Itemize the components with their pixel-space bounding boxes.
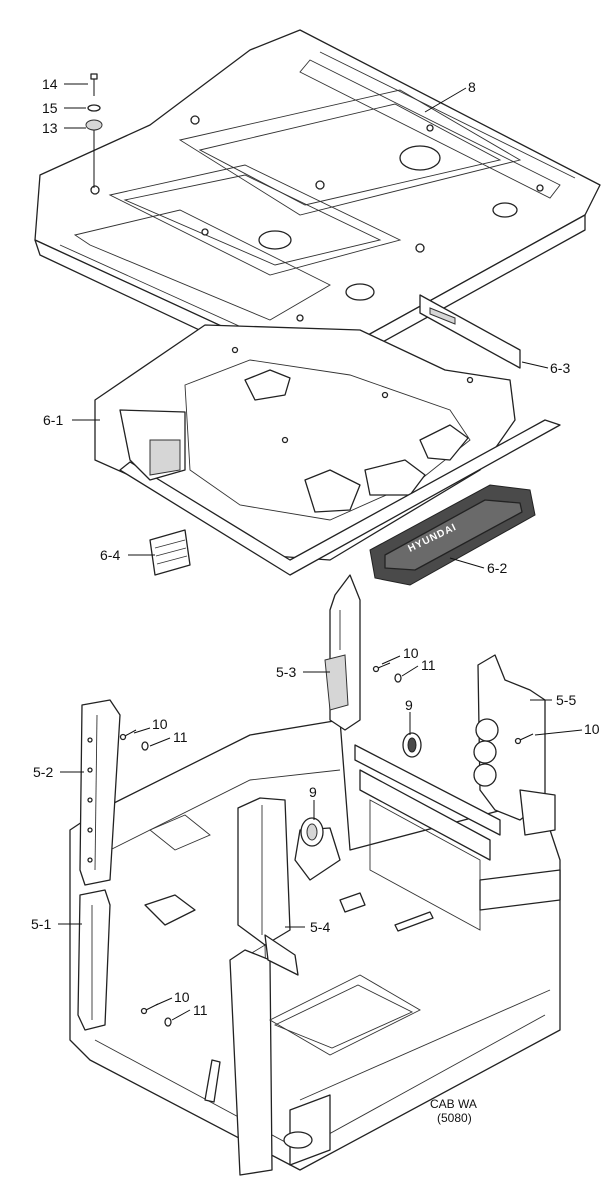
- callout-6-3: 6-3: [550, 360, 570, 376]
- callout-8: 8: [468, 79, 476, 95]
- clip-part-11-d: [164, 1017, 172, 1027]
- callout-10-a: 10: [403, 645, 419, 661]
- screw-part-10-a: [372, 662, 391, 673]
- pillar-trim-part-5-4: [237, 797, 299, 976]
- callout-5-1: 5-1: [31, 916, 51, 932]
- caption-title: CAB WA: [430, 1097, 477, 1111]
- callout-5-4: 5-4: [310, 919, 330, 935]
- callout-11-a: 11: [421, 657, 436, 673]
- grommet-part-9-lower: [300, 817, 324, 847]
- front-rail-strip: [119, 419, 561, 576]
- clip-part-11-b: [141, 741, 149, 751]
- callout-10-c: 10: [584, 721, 600, 737]
- callout-labels: 14 15 13 8 6-3 6-1 6-4 6-2 5-3 10 11 5-2…: [31, 76, 600, 1018]
- callout-6-2: 6-2: [487, 560, 507, 576]
- callout-11-b: 11: [173, 729, 188, 745]
- callout-14: 14: [42, 76, 58, 92]
- roof-panel-part-8: [34, 29, 601, 381]
- callout-5-5: 5-5: [556, 692, 576, 708]
- callout-9-b: 9: [309, 784, 317, 800]
- pillar-trim-part-5-1: [77, 889, 111, 1031]
- callout-10-d: 10: [174, 989, 190, 1005]
- diagram-caption: CAB WA (5080): [430, 1097, 477, 1125]
- callout-15: 15: [42, 100, 58, 116]
- callout-5-3: 5-3: [276, 664, 296, 680]
- screw-part-10-c: [514, 733, 534, 745]
- bolt-washer-grommet-stack: [85, 73, 103, 188]
- leader-lines: [58, 83, 583, 1021]
- callout-13: 13: [42, 120, 58, 136]
- grommet-part-9-upper: [402, 732, 422, 758]
- callout-11-d: 11: [193, 1002, 208, 1018]
- callout-9-a: 9: [405, 697, 413, 713]
- visor-bracket-part-6-4: [119, 409, 191, 576]
- callout-5-2: 5-2: [33, 764, 53, 780]
- callout-6-1: 6-1: [43, 412, 63, 428]
- pillar-trim-part-5-3: [324, 574, 361, 731]
- screw-part-10-b: [119, 729, 137, 741]
- pillar-trim-part-5-2: [79, 699, 121, 886]
- clip-part-11-a: [394, 673, 402, 683]
- nameplate-part-6-2: HYUNDAI: [369, 484, 536, 586]
- cab-frame: [69, 719, 561, 1176]
- callout-6-4: 6-4: [100, 547, 120, 563]
- callout-10-b: 10: [152, 716, 168, 732]
- trim-strip-part-6-3: [419, 294, 521, 369]
- caption-code: (5080): [437, 1111, 472, 1125]
- pillar-trim-part-5-5: [473, 654, 556, 836]
